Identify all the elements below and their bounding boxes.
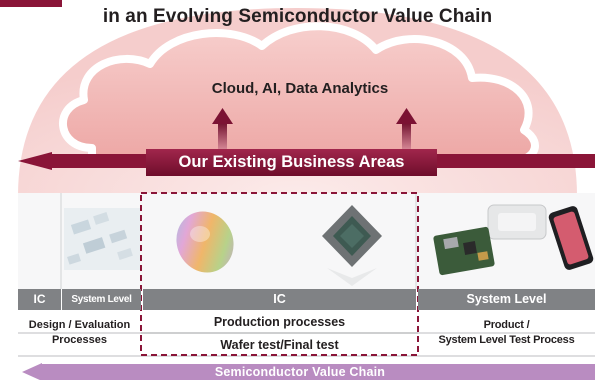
design-evaluation-description: Design / Evaluation Processes bbox=[28, 319, 131, 346]
figure-tab-marker bbox=[0, 0, 62, 7]
production-processes-label: Production processes bbox=[213, 315, 346, 329]
business-band-left-arrow bbox=[18, 152, 52, 170]
page-title: in an Evolving Semiconductor Value Chain bbox=[102, 6, 493, 27]
arrow-up-right bbox=[396, 108, 417, 150]
wafer-photo bbox=[176, 211, 234, 273]
header-product-system-level: System Level bbox=[418, 289, 595, 310]
header-design-ic: IC bbox=[18, 289, 61, 310]
product-photos bbox=[433, 204, 594, 276]
cloud-shape bbox=[59, 22, 539, 165]
system-level-test-description: Product / System Level Test Process bbox=[438, 319, 575, 346]
header-design-system-level: System Level bbox=[62, 289, 141, 310]
value-chain-label: Semiconductor Value Chain bbox=[214, 365, 386, 379]
header-production-ic: IC bbox=[143, 289, 416, 310]
value-chain-arrowhead bbox=[22, 363, 42, 380]
value-chain-band bbox=[40, 364, 595, 380]
existing-business-label: Our Existing Business Areas bbox=[178, 153, 405, 171]
arrow-up-left bbox=[212, 108, 233, 150]
business-band-box bbox=[146, 149, 437, 176]
wafer-final-test-label: Wafer test/Final test bbox=[220, 338, 339, 352]
cloud-label: Cloud, AI, Data Analytics bbox=[211, 80, 389, 97]
design-evaluation-photo bbox=[64, 208, 140, 270]
ic-chip-photo bbox=[322, 205, 382, 286]
